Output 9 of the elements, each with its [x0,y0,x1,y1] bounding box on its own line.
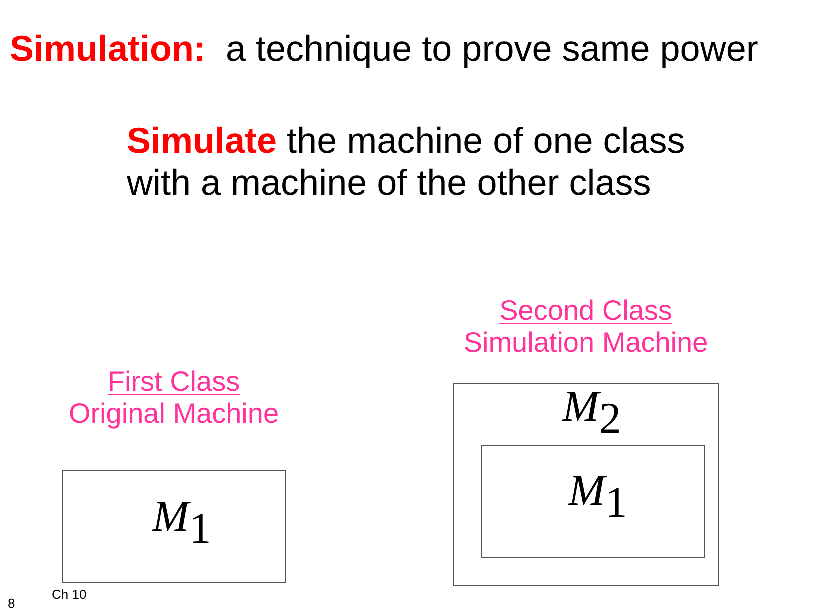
machine-caption: Original Machine [68,398,280,430]
class-heading: Second Class [500,295,672,327]
machine-caption: Simulation Machine [464,327,708,359]
description-text: Simulate the machine of one class with a machine of the other class [127,120,686,204]
page-number: 8 [8,597,16,611]
chapter-label: Ch 10 [52,588,87,602]
slide-title: Simulation: a technique to prove same power [10,28,758,70]
class-heading: First Class [108,366,240,398]
inner-machine-box [481,445,705,558]
